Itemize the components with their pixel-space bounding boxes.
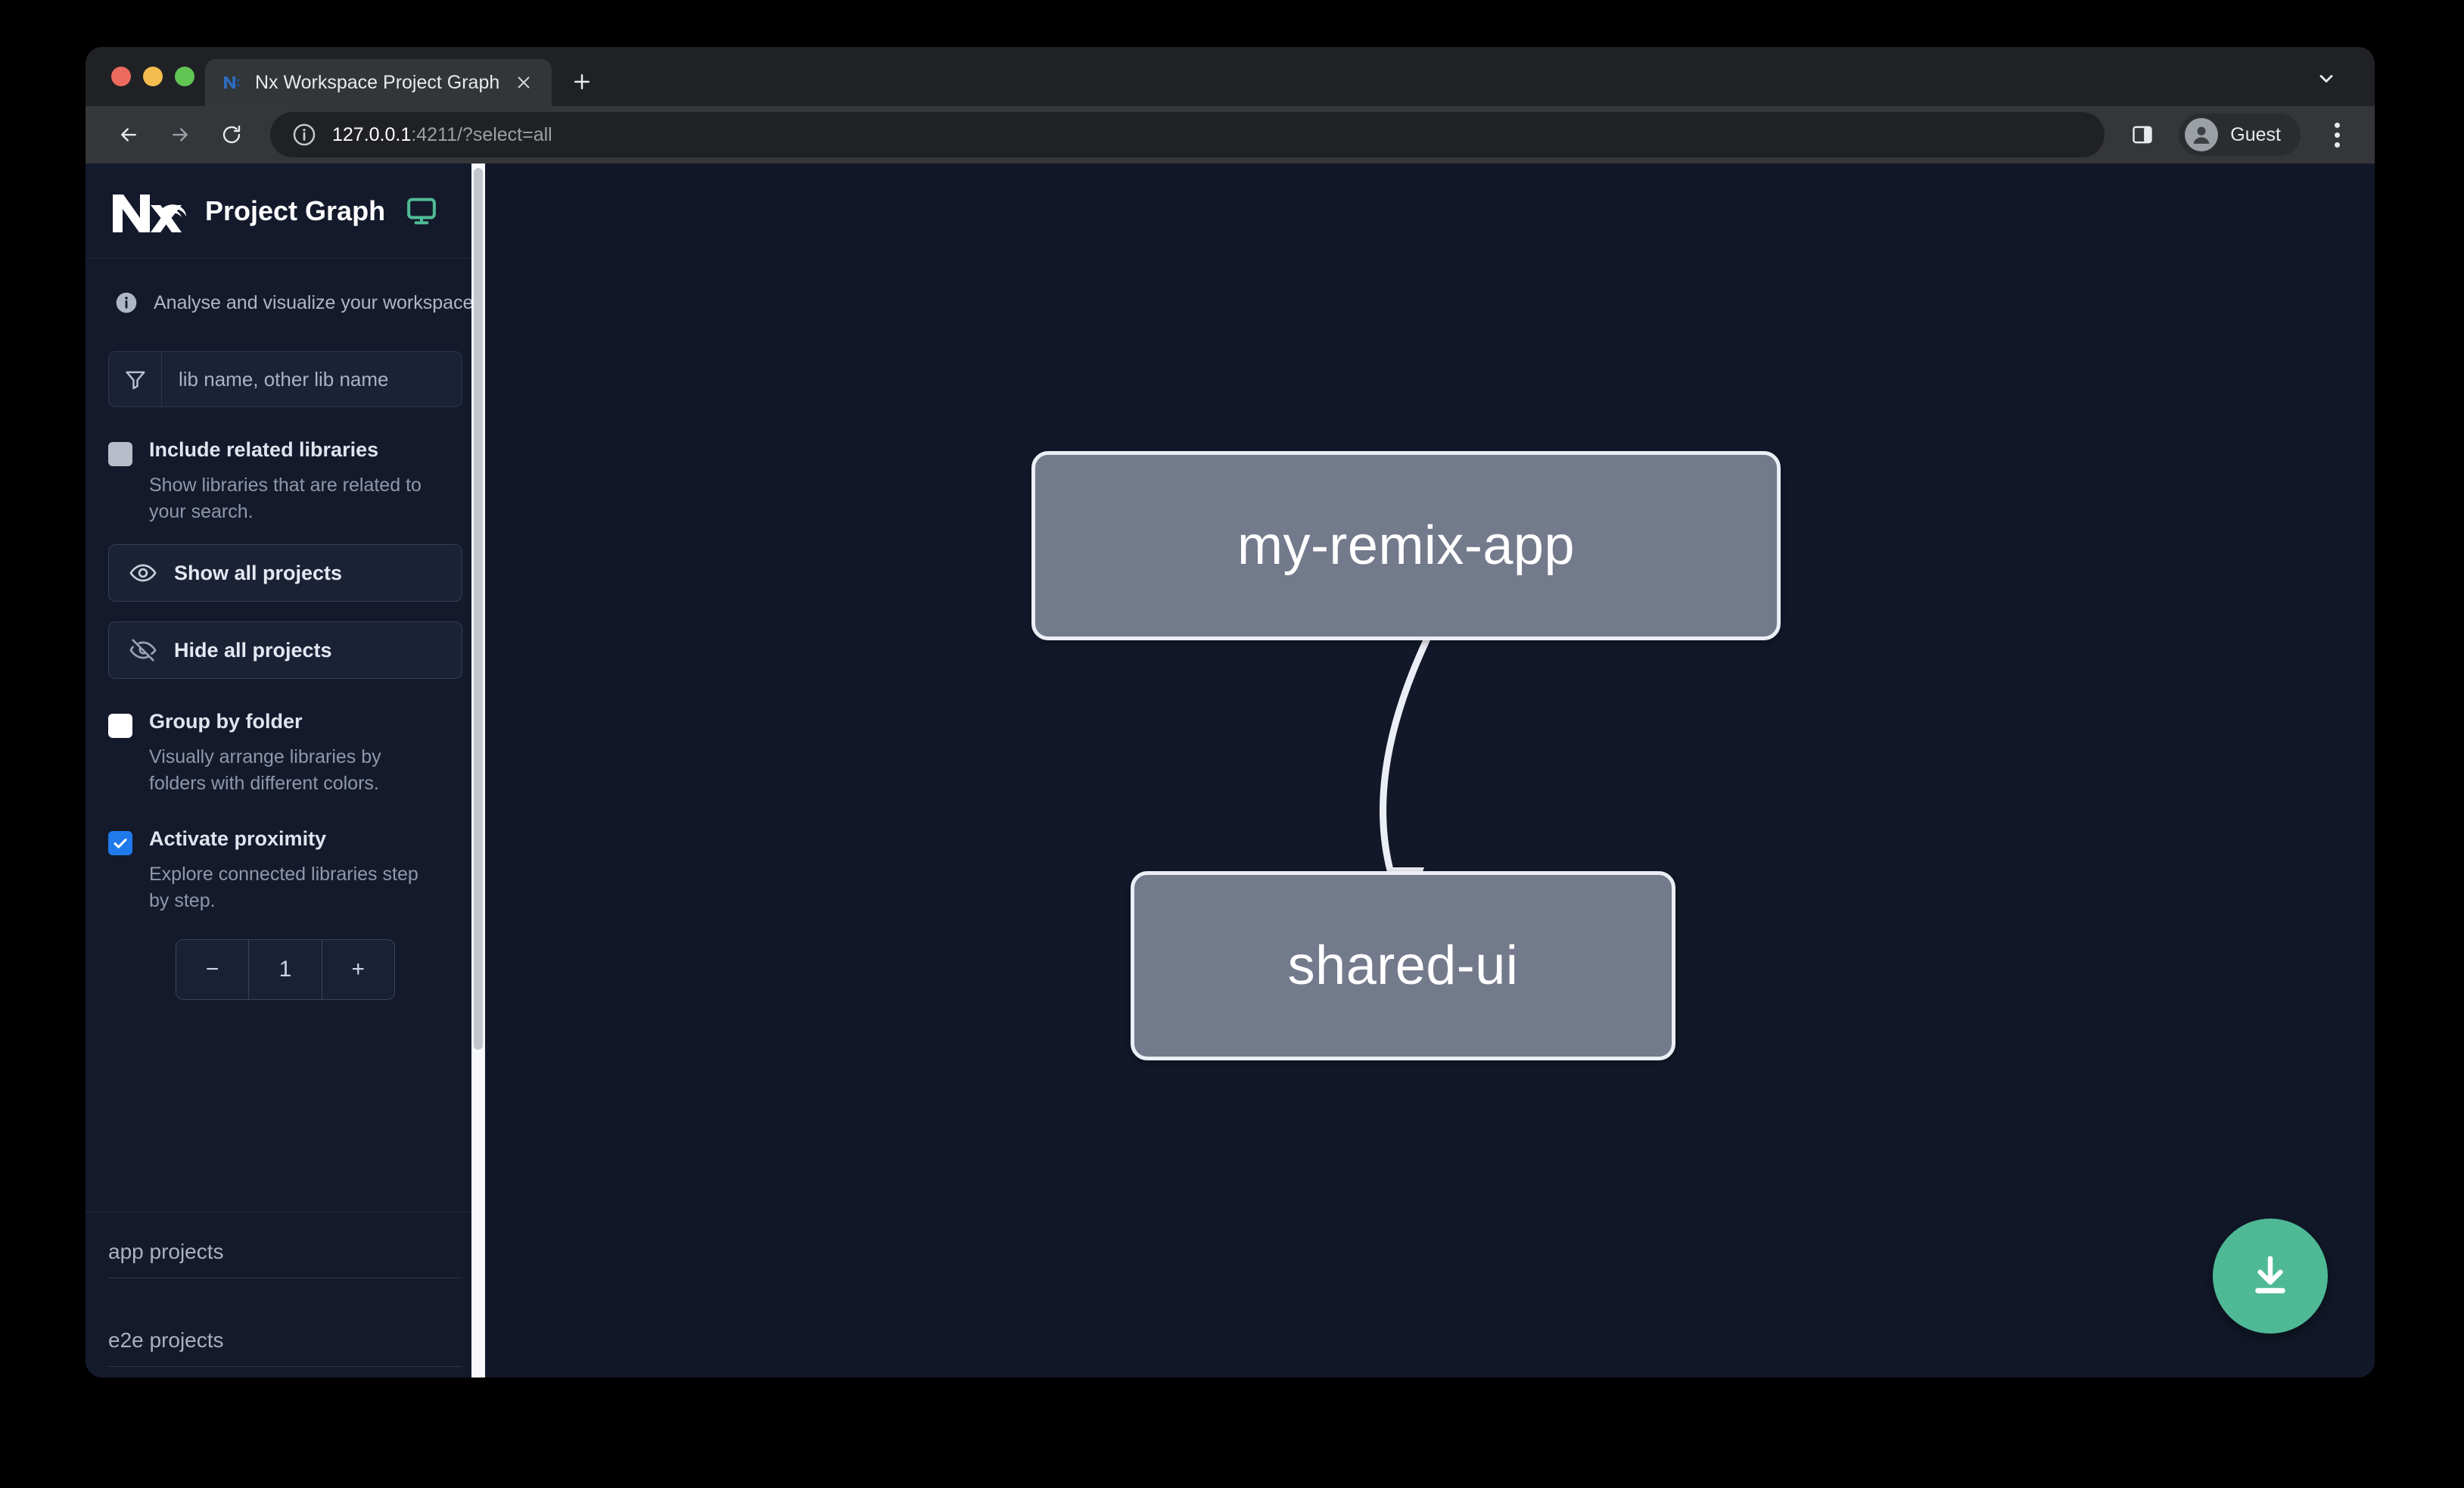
reload-icon[interactable]: [208, 111, 255, 158]
sidebar-header: Project Graph: [86, 163, 485, 259]
chevron-down-icon[interactable]: [2311, 64, 2341, 94]
browser-tab[interactable]: Nx Workspace Project Graph: [205, 59, 552, 106]
show-all-projects-button[interactable]: Show all projects: [108, 544, 462, 602]
info-circle-icon: [114, 291, 138, 315]
project-graph-canvas[interactable]: my-remix-app shared-ui: [485, 163, 2375, 1377]
maximize-window-button[interactable]: [175, 67, 194, 86]
workspace-tagline: Analyse and visualize your workspace.: [108, 259, 478, 315]
person-avatar-icon: [2185, 118, 2219, 151]
option-group-by-folder: Group by folder Visually arrange librari…: [108, 709, 462, 796]
minimize-window-button[interactable]: [143, 67, 163, 86]
project-group-title: e2e projects: [108, 1328, 224, 1352]
group-by-folder-checkbox[interactable]: [108, 714, 132, 738]
arrow-right-icon[interactable]: [157, 111, 204, 158]
menu-dot: [2334, 132, 2340, 138]
address-bar[interactable]: 127.0.0.1:4211/?select=all: [270, 112, 2105, 157]
project-groups: app projects e2e projects: [86, 1212, 485, 1377]
browser-window: Nx Workspace Project Graph: [86, 47, 2375, 1377]
proximity-increment-button[interactable]: +: [321, 940, 394, 999]
window-traffic-lights: [104, 47, 205, 106]
graph-node-shared-ui[interactable]: shared-ui: [1131, 871, 1675, 1060]
sidebar-scrollbar[interactable]: [471, 163, 485, 1377]
option-description: Visually arrange libraries by folders wi…: [149, 746, 381, 794]
arrow-left-icon[interactable]: [105, 111, 152, 158]
url-path: :4211/?select=all: [411, 123, 552, 145]
sidebar: Project Graph: [86, 163, 485, 1377]
search-input[interactable]: [162, 352, 462, 406]
divider: [108, 1366, 462, 1367]
three-dot-menu-icon[interactable]: [2316, 114, 2358, 156]
profile-label: Guest: [2230, 123, 2281, 145]
option-row[interactable]: Include related libraries: [108, 437, 462, 466]
browser-tab-title: Nx Workspace Project Graph: [255, 71, 499, 93]
option-row[interactable]: Group by folder: [108, 709, 462, 738]
option-label: Activate proximity: [149, 827, 327, 850]
graph-edges: [1379, 637, 1430, 919]
option-activate-proximity: Activate proximity Explore connected lib…: [108, 826, 462, 1000]
project-group-app[interactable]: app projects: [108, 1240, 462, 1289]
option-description: Explore connected libraries step by step…: [149, 864, 418, 911]
menu-dot: [2334, 122, 2340, 128]
proximity-value: 1: [248, 940, 322, 999]
download-icon: [2255, 1256, 2285, 1293]
tagline-text: Analyse and visualize your workspace.: [154, 291, 479, 313]
button-label: Show all projects: [174, 561, 343, 584]
page-title: Project Graph: [205, 195, 386, 226]
activate-proximity-checkbox[interactable]: [108, 831, 132, 855]
profile-chip[interactable]: Guest: [2179, 114, 2301, 156]
option-label: Group by folder: [149, 710, 303, 733]
eye-off-icon: [129, 636, 157, 665]
close-icon[interactable]: [511, 70, 537, 95]
plus-icon[interactable]: [559, 59, 605, 104]
proximity-decrement-button[interactable]: −: [176, 940, 249, 999]
info-circle-icon[interactable]: [291, 122, 317, 148]
option-include-related-libraries: Include related libraries Show libraries…: [108, 437, 462, 525]
url-host: 127.0.0.1: [332, 123, 412, 145]
nx-favicon-icon: [222, 72, 243, 93]
hide-all-projects-button[interactable]: Hide all projects: [108, 621, 462, 679]
funnel-filter-icon: [109, 352, 162, 406]
nx-logo-icon: [107, 184, 188, 238]
page-viewport: Project Graph: [86, 163, 2375, 1377]
browser-tab-strip: Nx Workspace Project Graph: [86, 47, 2375, 106]
browser-toolbar: 127.0.0.1:4211/?select=all Guest: [86, 106, 2375, 163]
eye-icon: [129, 559, 157, 587]
close-window-button[interactable]: [111, 67, 131, 86]
include-related-libraries-checkbox[interactable]: [108, 442, 132, 466]
button-label: Hide all projects: [174, 638, 332, 662]
address-bar-url: 127.0.0.1:4211/?select=all: [332, 124, 552, 146]
side-panel-icon[interactable]: [2121, 114, 2164, 156]
proximity-stepper: − 1 +: [176, 939, 395, 1000]
option-label: Include related libraries: [149, 438, 379, 461]
project-group-title: app projects: [108, 1240, 224, 1263]
download-image-button[interactable]: [2213, 1219, 2328, 1334]
filter-input-wrapper[interactable]: [108, 351, 462, 407]
option-row[interactable]: Activate proximity: [108, 826, 462, 855]
menu-dot: [2334, 142, 2340, 148]
project-group-e2e[interactable]: e2e projects: [108, 1328, 462, 1377]
scrollbar-thumb[interactable]: [474, 168, 483, 1050]
sidebar-body: Analyse and visualize your workspace. In…: [86, 259, 485, 1212]
option-description: Show libraries that are related to your …: [149, 475, 422, 522]
graph-node-my-remix-app[interactable]: my-remix-app: [1031, 451, 1781, 640]
monitor-icon[interactable]: [405, 195, 438, 228]
